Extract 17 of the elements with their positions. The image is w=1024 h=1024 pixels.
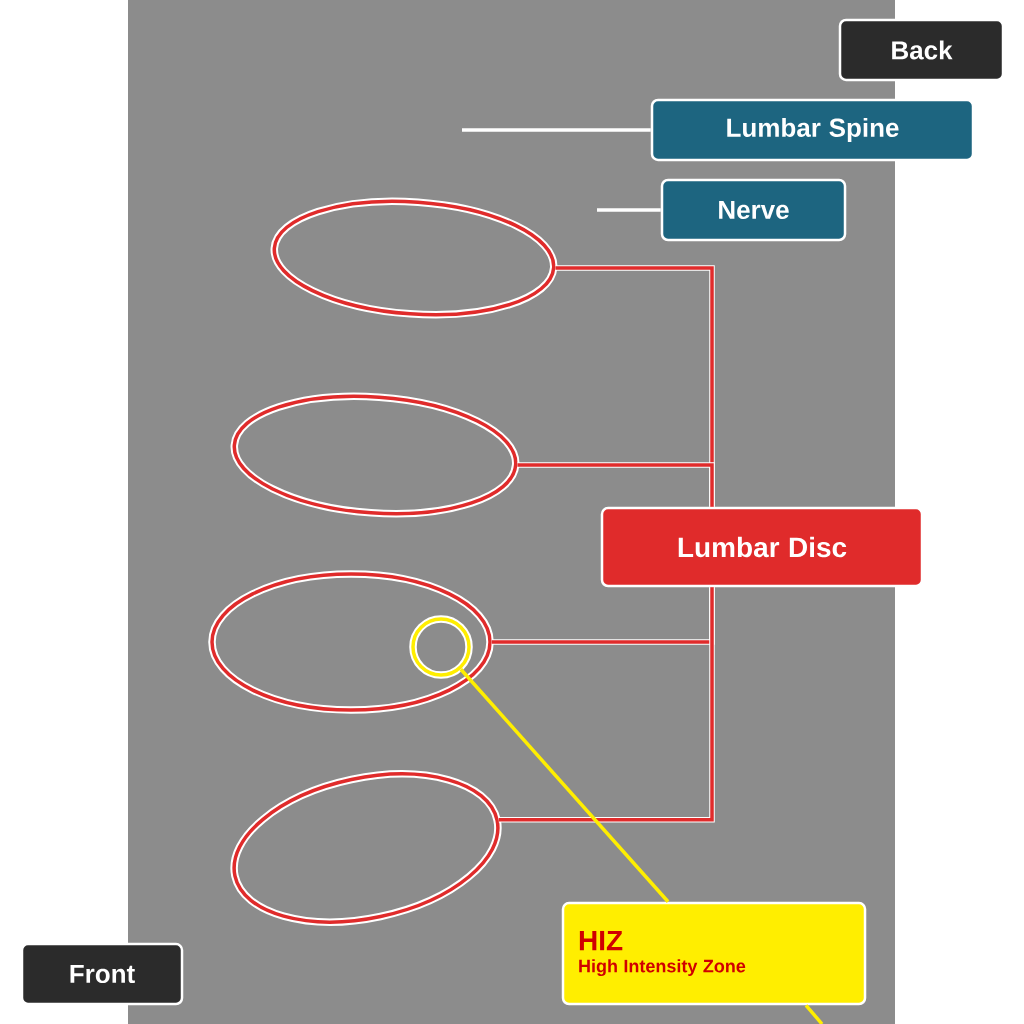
leader-line	[804, 1004, 824, 1024]
tag-label: Lumbar Spine	[650, 98, 975, 162]
disc-outline	[270, 197, 558, 319]
bracket-line	[517, 462, 715, 507]
tag-label: Nerve	[660, 178, 847, 242]
leader-line	[462, 128, 651, 132]
tag-label: Lumbar Disc	[600, 506, 924, 588]
zone-circle	[409, 615, 473, 679]
tag-label: Front	[20, 942, 184, 1006]
callout-box: HIZ High Intensity Zone	[561, 901, 867, 1006]
disc-outline	[208, 570, 494, 714]
disc-outline	[230, 392, 520, 518]
tag-label: Back	[838, 18, 1005, 82]
leader-line	[597, 208, 661, 212]
leader-line	[459, 668, 670, 903]
disc-outline	[230, 770, 502, 926]
bracket-line	[498, 587, 715, 823]
